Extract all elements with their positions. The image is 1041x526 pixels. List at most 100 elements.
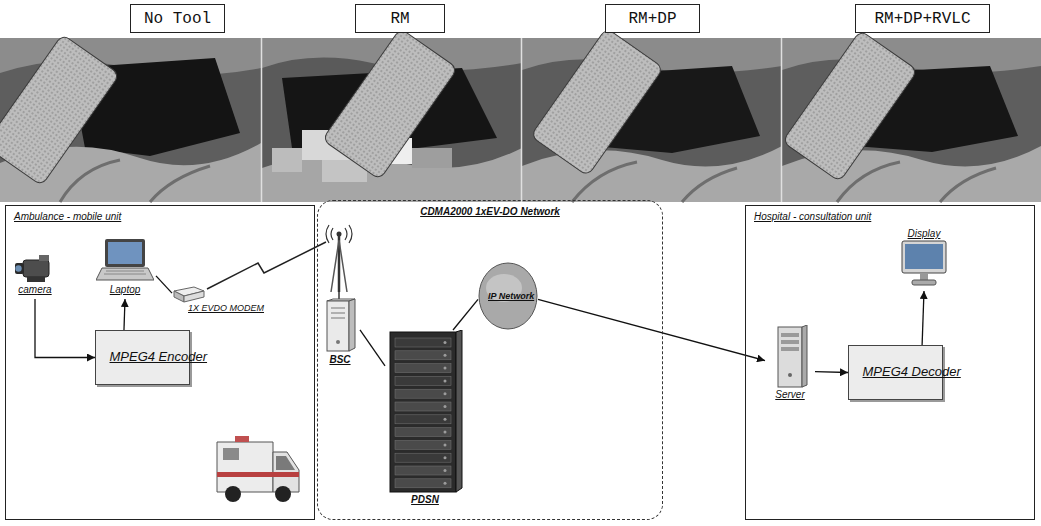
display-icon [900, 240, 948, 288]
bsc-front [327, 301, 349, 351]
server-bay [781, 333, 799, 337]
box-label: MPEG4 Decoder [863, 365, 929, 380]
video-frame [522, 28, 782, 202]
frame-label: RM [355, 4, 445, 33]
frame-label: No Tool [130, 4, 225, 33]
card [322, 28, 457, 180]
frame-label-text: RM+DP [628, 10, 676, 28]
rack-unit [395, 364, 451, 373]
modem-icon [172, 283, 206, 303]
rack-light [444, 431, 447, 434]
rack-unit [395, 440, 451, 449]
connector-arrow [922, 291, 924, 345]
rack-light [444, 392, 447, 395]
van-body [217, 442, 273, 492]
bsc-side [349, 299, 355, 351]
connector-arrow [35, 299, 95, 358]
frame-divider [781, 38, 783, 202]
unit-panel: Hospital - consultation unitServer MPEG4 … [745, 205, 1035, 520]
camera-viewfinder [39, 255, 49, 261]
device-label: Laptop [110, 284, 141, 296]
frame-label-text: No Tool [144, 10, 211, 28]
camera-grip [27, 277, 45, 282]
camera-icon: camera [12, 252, 58, 299]
pdsn-rack: PDSN [385, 330, 465, 509]
server-side [802, 325, 807, 387]
display-icon: Display [893, 228, 955, 291]
camera-glass [15, 265, 21, 271]
rack-light [444, 482, 447, 485]
van-window [223, 448, 239, 460]
rack-light [444, 405, 447, 408]
frame-divider [261, 38, 263, 202]
server-front [778, 327, 802, 387]
wireless-link [207, 242, 326, 289]
server-light [788, 373, 792, 377]
rack-light [444, 456, 447, 459]
monitor-frame [902, 241, 946, 273]
antenna-tower [326, 225, 352, 300]
card [0, 34, 120, 186]
cloth-fold [572, 162, 737, 202]
rack-light [444, 341, 447, 344]
device-label: camera [18, 284, 51, 296]
camera-icon [15, 252, 55, 284]
server-icon [772, 325, 808, 389]
modem-front [174, 291, 184, 302]
frame-label-text: RM [390, 10, 409, 28]
server-bay [781, 340, 799, 344]
van-stripe [217, 472, 299, 477]
panel-heading: Hospital - consultation unit [754, 211, 871, 222]
process-box: MPEG4 Decoder [848, 345, 943, 400]
connector-line [453, 299, 478, 330]
box-label: MPEG4 Encoder [110, 350, 176, 365]
device-label: 1X EVDO MODEM [172, 303, 264, 314]
frame-label: RM+DP+RVLC [855, 4, 990, 33]
connector-arrow [538, 299, 765, 360]
bsc-icon [323, 298, 357, 354]
rack-frame [390, 332, 456, 492]
connector-line [360, 330, 385, 366]
laptop-keys [104, 271, 146, 274]
modem-icon: 1X EVDO MODEM [172, 283, 285, 317]
monitor-neck [920, 273, 928, 280]
bsc-light [336, 340, 340, 344]
process-box: MPEG4 Encoder [95, 330, 190, 385]
laptop-base [96, 268, 154, 280]
rack-unit [395, 351, 451, 360]
video-frame [0, 34, 261, 202]
pdsn-rack [386, 330, 464, 494]
frame-label: RM+DP [605, 4, 700, 33]
device-label: BSC [329, 354, 350, 366]
card [782, 30, 917, 182]
video-frame [782, 30, 1041, 202]
connector-arrow [815, 371, 848, 373]
rack-unit [395, 389, 451, 398]
ellipse-shape [479, 263, 537, 329]
van-window [276, 456, 295, 470]
ambulance-picture [217, 436, 299, 502]
device-label: Server [775, 389, 804, 401]
rack-side [456, 330, 462, 492]
cloth-fold [60, 160, 210, 202]
server-bay [781, 347, 799, 351]
monitor-screen [905, 244, 943, 269]
connector-arrow [124, 299, 125, 330]
network-region: CDMA2000 1xEV-DO NetworkBSCPDSNIP Networ… [317, 200, 663, 520]
laptop-icon: Laptop [94, 238, 156, 299]
bsc-icon: BSC [320, 298, 360, 369]
van-wheel [225, 486, 241, 502]
rack-unit [395, 415, 451, 424]
device-label: PDSN [411, 494, 439, 506]
laptop-icon [96, 238, 154, 284]
rack-unit [395, 453, 451, 462]
bsc-slots [331, 308, 345, 318]
frame-divider [521, 38, 523, 202]
unit-panel: Ambulance - mobile unitcameraLaptop1X EV… [5, 205, 315, 520]
rack-light [444, 443, 447, 446]
panel-heading: CDMA2000 1xEV-DO Network [420, 206, 560, 217]
tower-frame [331, 240, 347, 292]
rack-unit [395, 376, 451, 385]
